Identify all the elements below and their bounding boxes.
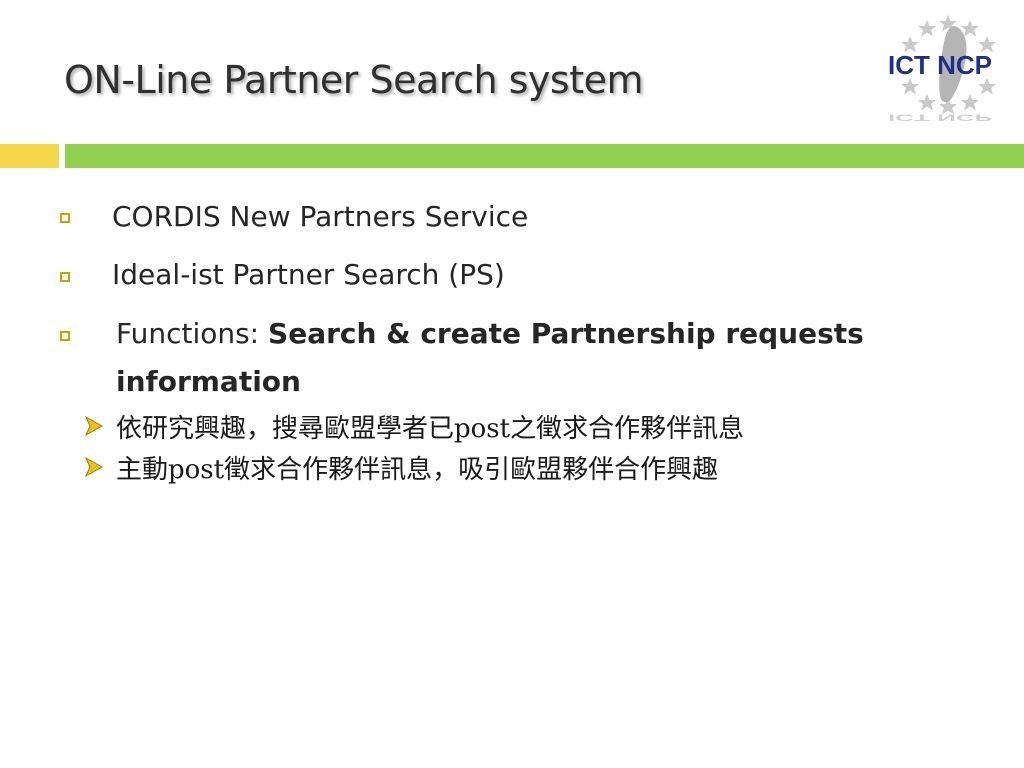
arrow-bullet-icon [84, 415, 104, 437]
star-ring-icon [901, 15, 996, 115]
functions-description: Search & create Partnership requests inf… [116, 317, 864, 398]
accent-bar-yellow [0, 144, 59, 168]
logo-reflection-text: ICT NCP [888, 112, 992, 122]
sub-bullet-item: 依研究興趣，搜尋歐盟學者已post之徵求合作夥伴訊息 [116, 414, 745, 444]
arrow-bullet-icon [84, 456, 104, 478]
slide-title: ON-Line Partner Search system [64, 58, 644, 102]
accent-bar-green [65, 144, 1024, 168]
square-bullet-icon [60, 331, 70, 341]
ict-ncp-logo: ICT NCP ICT NCP [888, 15, 996, 122]
logo-text: ICT NCP [888, 50, 992, 80]
sub-bullet-item: 主動post徵求合作夥伴訊息，吸引歐盟夥伴合作興趣 [116, 455, 719, 485]
taiwan-map-icon [939, 26, 967, 103]
bullet-item: Ideal-ist Partner Search (PS) [112, 258, 505, 291]
square-bullet-icon [60, 272, 70, 282]
functions-prefix: Functions: [116, 317, 269, 350]
square-bullet-icon [60, 213, 70, 223]
bullet-item-functions: Functions: Search & create Partnership r… [116, 310, 916, 406]
bullet-item: CORDIS New Partners Service [112, 200, 529, 233]
